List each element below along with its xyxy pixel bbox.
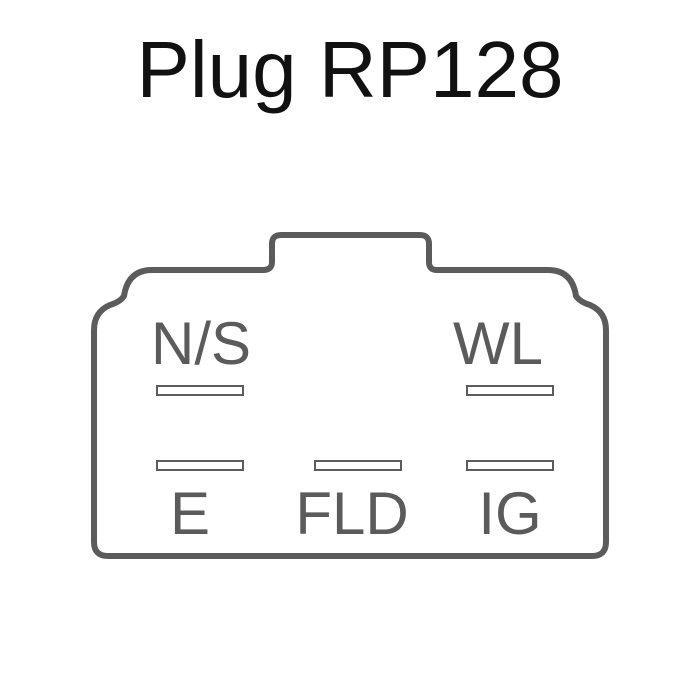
pin-label-e: E (170, 480, 210, 547)
pin-label-fld: FLD (295, 480, 408, 547)
diagram-title: Plug RP128 (136, 25, 564, 114)
pin-slot-fld (314, 460, 402, 471)
connector-housing-outline (91, 232, 609, 559)
pin-slot-ig (466, 460, 554, 471)
pin-slot-e (156, 460, 244, 471)
pin-slot-wl (466, 385, 554, 396)
pin-label-wl: WL (453, 310, 543, 377)
pin-label-ns: N/S (151, 310, 251, 377)
pin-label-ig: IG (478, 480, 541, 547)
pin-slot-ns (156, 385, 244, 396)
